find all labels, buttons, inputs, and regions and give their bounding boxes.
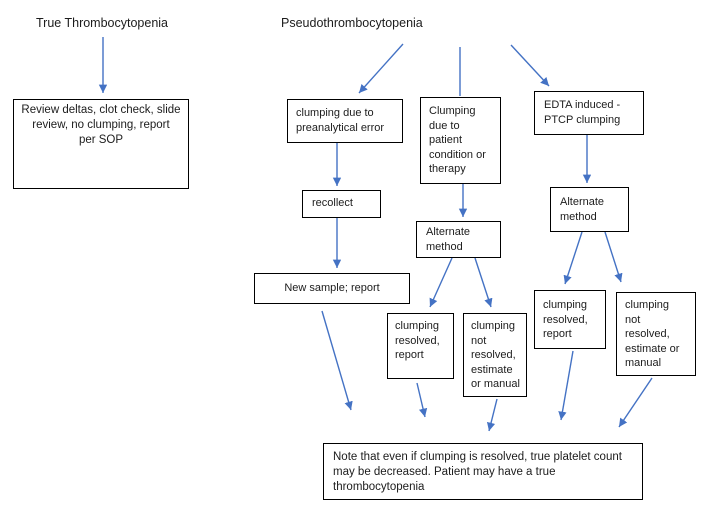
box-new-sample-report: New sample; report — [254, 273, 410, 304]
box-alternate-method-right: Alternate method — [550, 187, 629, 232]
arrow-alternate-mid-to-resolved-mid — [429, 257, 453, 308]
box-clumping-preanalytical-error: clumping due to preanalytical error — [287, 99, 403, 143]
box-clumping-not-resolved-mid: clumping not resolved, estimate or manua… — [463, 313, 527, 397]
arrow-resolved-mid-to-note — [416, 382, 428, 418]
arrow-alternate-right-to-resolved-right — [563, 231, 583, 285]
arrow-resolved-right-to-note — [558, 350, 574, 421]
arrow-pseudo-to-preanalytical — [358, 43, 404, 94]
box-review-deltas: Review deltas, clot check, slide review,… — [13, 99, 189, 189]
arrow-notresolved-mid-to-note — [486, 398, 498, 432]
arrow-alternate-mid-to-notresolved-mid — [474, 257, 493, 308]
arrow-notresolved-right-to-note — [618, 377, 653, 428]
box-clumping-resolved-mid: clumping resolved, report — [387, 313, 454, 379]
box-alternate-method-mid: Alternate method — [416, 221, 501, 258]
arrow-newsample-to-note — [321, 310, 353, 411]
arrow-pseudo-to-edta — [510, 44, 550, 87]
box-edta-induced-ptcp: EDTA induced - PTCP clumping — [534, 91, 644, 135]
box-note-true-platelet-count: Note that even if clumping is resolved, … — [323, 443, 643, 500]
heading-pseudothrombocytopenia: Pseudothrombocytopenia — [281, 16, 423, 30]
box-clumping-patient-condition: Clumping due to patient condition or the… — [420, 97, 501, 184]
box-clumping-not-resolved-right: clumping not resolved, estimate or manua… — [616, 292, 696, 376]
box-recollect: recollect — [302, 190, 381, 218]
arrow-alternate-right-to-notresolved-right — [604, 231, 623, 283]
heading-true-thrombocytopenia: True Thrombocytopenia — [36, 16, 169, 30]
box-clumping-resolved-right: clumping resolved, report — [534, 290, 606, 349]
